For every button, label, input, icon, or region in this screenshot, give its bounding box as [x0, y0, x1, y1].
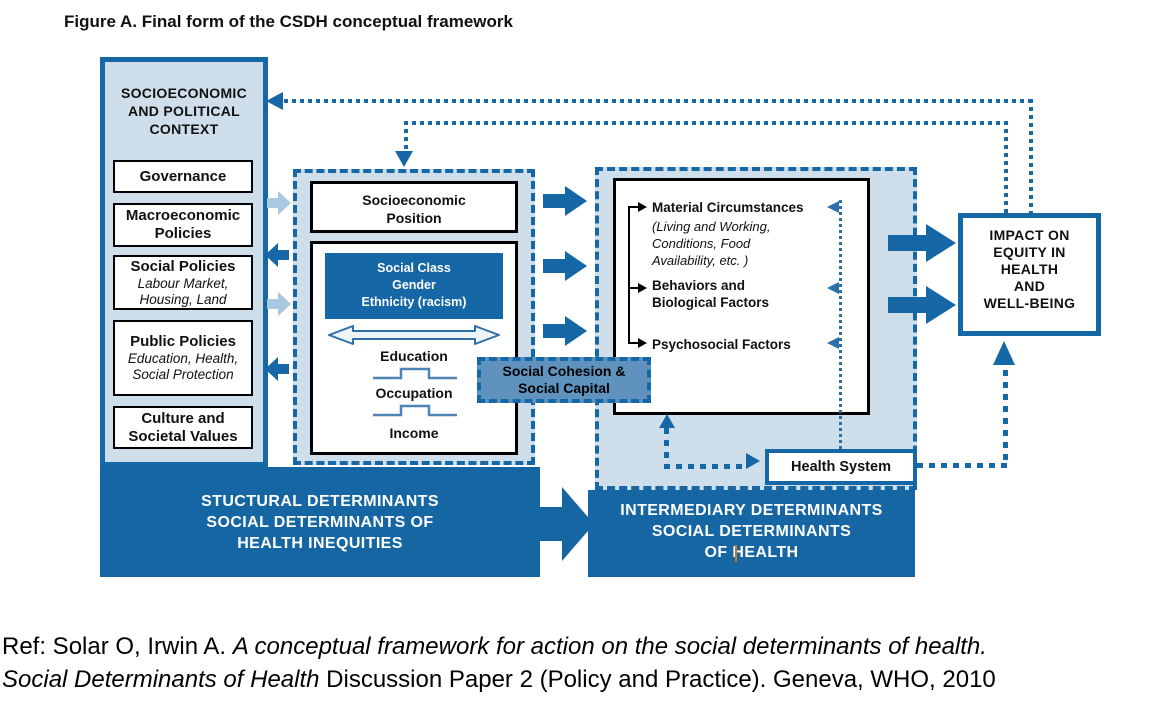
feedback-line-inner [404, 121, 408, 153]
psychosocial-label: Psychosocial Factors [652, 337, 791, 352]
reference-series-italic: Social Determinants of Health [2, 666, 320, 693]
socioeconomic-position-label: Socioeconomic Position [362, 192, 466, 226]
figure-title: Figure A. Final form of the CSDH concept… [64, 12, 513, 31]
arrowhead-left-icon [827, 201, 839, 213]
context-box-sublabel: Education, Health, Social Protection [127, 351, 239, 382]
step-connector-icon [371, 366, 459, 380]
impact-box: IMPACT ON EQUITY IN HEALTH AND WELL-BEIN… [958, 213, 1101, 336]
connector-line [628, 207, 630, 343]
social-class-box: Social Class Gender Ethnicity (racism) [325, 253, 503, 319]
context-box-label: Public Policies [130, 333, 236, 350]
arrowhead-left-icon [827, 337, 839, 349]
connector-stub [628, 287, 638, 289]
structural-determinants-band: STUCTURAL DETERMINANTS SOCIAL DETERMINAN… [100, 467, 540, 577]
arrowhead-left-icon [266, 92, 283, 110]
context-box-social-policies: Social Policies Labour Market, Housing, … [113, 255, 253, 310]
block-arrow-right-icon [888, 224, 956, 262]
reference-line-2: Social Determinants of Health Discussion… [2, 663, 1150, 696]
ladder-education: Education [380, 348, 448, 364]
small-left-arrow-icon [264, 242, 290, 268]
block-arrow-right-icon [543, 251, 587, 281]
feedback-line-outer [1029, 99, 1033, 213]
context-box-label: Social Policies [130, 257, 236, 275]
arrowhead-up-icon [659, 414, 675, 428]
dotted-line-segment [664, 464, 746, 469]
reference-line-1: Ref: Solar O, Irwin A. A conceptual fram… [2, 630, 1150, 663]
social-cohesion-box: Social Cohesion & Social Capital [477, 357, 651, 403]
intermediary-factors-box: Material Circumstances (Living and Worki… [613, 178, 870, 415]
arrowhead-right-icon [638, 283, 647, 293]
arrowhead-up-icon [993, 341, 1015, 365]
context-panel-title: SOCIOECONOMIC AND POLITICAL CONTEXT [120, 85, 248, 137]
health-system-to-impact-line [1003, 370, 1008, 465]
arrowhead-down-icon [395, 151, 413, 167]
stratification-box: Social Class Gender Ethnicity (racism) E… [310, 241, 518, 455]
intermediary-panel: Material Circumstances (Living and Worki… [595, 167, 917, 490]
material-circumstances-sublabel: (Living and Working, Conditions, Food Av… [652, 219, 771, 268]
small-right-arrow-icon [266, 291, 292, 317]
block-arrow-right-icon [888, 286, 956, 324]
connector-stub [628, 342, 638, 344]
context-panel: SOCIOECONOMIC AND POLITICAL CONTEXT Gove… [100, 57, 268, 467]
context-box-label: Macroeconomic Policies [125, 207, 241, 242]
block-arrow-right-icon [543, 186, 587, 216]
context-box-public-policies: Public Policies Education, Health, Socia… [113, 320, 253, 396]
context-box-label: Culture and Societal Values [128, 409, 238, 445]
context-box-macroeconomic: Macroeconomic Policies [113, 203, 253, 247]
reference-title-italic: A conceptual framework for action on the… [232, 633, 987, 660]
arrowhead-right-icon [638, 338, 647, 348]
behaviors-label: Behaviors and Biological Factors [652, 278, 770, 310]
feedback-line-inner [1004, 121, 1008, 213]
band-arrow-right-icon [540, 487, 594, 561]
step-connector-icon [371, 403, 459, 417]
reference-suffix: Discussion Paper 2 (Policy and Practice)… [319, 666, 996, 693]
context-box-sublabel: Labour Market, Housing, Land [137, 275, 229, 307]
context-box-label: Governance [139, 167, 227, 185]
feedback-line-outer [284, 99, 1032, 103]
context-box-culture: Culture and Societal Values [113, 406, 253, 449]
block-arrow-right-icon [543, 316, 587, 346]
material-circumstances-label: Material Circumstances [652, 200, 804, 215]
reference-text: Ref: Solar O, Irwin A. A conceptual fram… [2, 630, 1150, 696]
context-box-governance: Governance [113, 160, 253, 193]
dotted-line-segment [664, 428, 669, 468]
arrowhead-right-icon [746, 453, 760, 469]
small-right-arrow-icon [266, 190, 292, 216]
socioeconomic-position-box: Socioeconomic Position [310, 181, 518, 233]
health-system-to-impact-line [917, 463, 1007, 468]
cursor-artifact [735, 545, 737, 562]
double-headed-arrow-icon [327, 324, 501, 346]
reference-prefix: Ref: Solar O, Irwin A. [2, 633, 233, 660]
connector-stub [628, 206, 638, 208]
feedback-line-inner [404, 121, 1008, 125]
small-left-arrow-icon [264, 356, 290, 382]
dotted-line-factors-to-health-system [839, 200, 842, 449]
health-system-box: Health System [765, 449, 917, 485]
intermediary-determinants-band: INTERMEDIARY DETERMINANTS SOCIAL DETERMI… [588, 490, 915, 577]
ladder-income: Income [389, 425, 439, 441]
sep-panel: Socioeconomic Position Social Class Gend… [293, 169, 535, 465]
arrowhead-left-icon [827, 282, 839, 294]
arrowhead-right-icon [638, 202, 647, 212]
health-system-label: Health System [791, 459, 891, 475]
ladder-occupation: Occupation [375, 385, 453, 401]
